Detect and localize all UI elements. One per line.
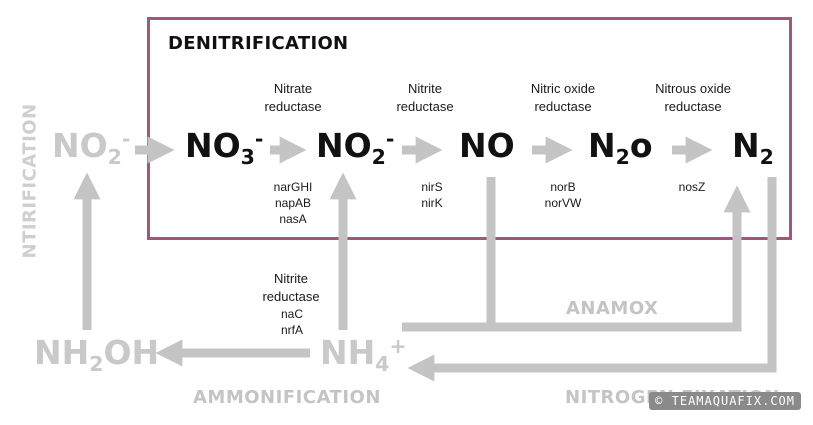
- watermark: © TEAMAQUAFIX.COM: [649, 392, 801, 410]
- nitrogen-fixation-path: [407, 177, 777, 382]
- label-nitrous-oxide-reductase: Nitrous oxide reductase: [655, 81, 731, 114]
- species-nh2oh: NH2OH: [34, 333, 160, 377]
- denitrification-title: DENITRIFICATION: [168, 33, 349, 54]
- genes-nor: norB norVW: [544, 180, 582, 210]
- species-no: NO: [459, 126, 515, 165]
- label-nitrite-reductase: Nitrite reductase: [396, 81, 454, 114]
- species-no2: NO2-: [316, 126, 395, 170]
- species-nh4: NH4+: [320, 333, 407, 377]
- species-n2o: N2o: [588, 126, 653, 170]
- species-no2-left: NO2-: [52, 126, 131, 170]
- genes-nar: narGHI napAB nasA: [273, 180, 313, 226]
- label-nitrate-reductase: Nitrate reductase: [264, 81, 322, 114]
- species-n2: N2: [732, 126, 774, 170]
- label-nitrite-reductase-lower: Nitrite reductase: [262, 271, 320, 304]
- species-no3: NO3-: [185, 126, 264, 170]
- genes-nrf: naC nrfA: [280, 307, 303, 337]
- process-ammonification: AMMONIFICATION: [193, 387, 381, 408]
- genes-nir: nirS nirK: [421, 180, 443, 210]
- denitrification-box: [147, 17, 792, 240]
- genes-nos: nosZ: [678, 180, 706, 194]
- label-nitric-oxide-reductase: Nitric oxide reductase: [530, 81, 596, 114]
- anamox-to-n2: [402, 185, 751, 332]
- process-anamox: ANAMOX: [566, 298, 659, 319]
